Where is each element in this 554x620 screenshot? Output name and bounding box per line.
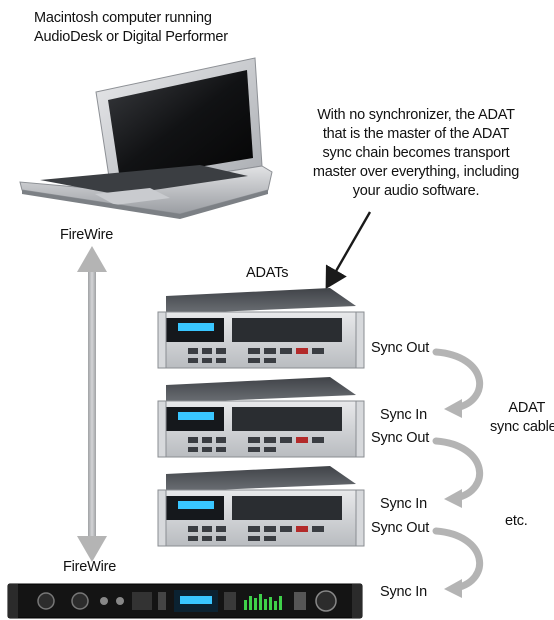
cables-line-2: sync cables [490, 419, 554, 435]
sync-in-label-2: Sync In [380, 496, 427, 512]
sync-in-label-1: Sync In [380, 407, 427, 423]
sync-cable-arrow-1 [432, 348, 484, 412]
adat-unit-2 [157, 377, 365, 458]
master-note: With no synchronizer, the ADAT that is t… [288, 106, 544, 201]
sync-cable-arrow-3 [432, 527, 484, 592]
audio-interface-icon [7, 583, 363, 619]
adat-unit-3 [157, 466, 365, 547]
sync-cable-head-1 [444, 399, 462, 418]
note-line-1: With no synchronizer, the ADAT [317, 107, 515, 123]
sync-out-label-1: Sync Out [371, 340, 430, 356]
note-line-5: your audio software. [352, 183, 480, 199]
sync-cable-head-3 [444, 579, 462, 598]
firewire-double-arrow [77, 246, 107, 562]
sync-in-label-3: Sync In [380, 584, 427, 600]
cables-line-1: ADAT [508, 400, 546, 416]
sync-out-label-3: Sync Out [371, 520, 430, 536]
caption-line-2: AudioDesk or Digital Performer [34, 29, 228, 45]
etc-label: etc. [505, 513, 528, 529]
caption-line-1: Macintosh computer running [34, 10, 212, 26]
adats-label: ADATs [246, 265, 289, 281]
master-pointer-arrow [325, 211, 372, 290]
sync-out-label-2: Sync Out [371, 430, 430, 446]
computer-caption: Macintosh computer running AudioDesk or … [34, 9, 228, 47]
note-line-3: sync chain becomes transport [322, 145, 510, 161]
sync-cable-arrow-2 [432, 437, 484, 502]
sync-cable-head-2 [444, 489, 462, 508]
note-line-2: that is the master of the ADAT [322, 126, 510, 142]
adat-unit-1 [157, 288, 365, 369]
firewire-label-bottom: FireWire [63, 559, 117, 575]
laptop-icon [19, 57, 273, 219]
firewire-label-top: FireWire [60, 227, 114, 243]
sync-cables-label: ADAT sync cables [490, 399, 554, 437]
note-line-4: master over everything, including [312, 164, 520, 180]
